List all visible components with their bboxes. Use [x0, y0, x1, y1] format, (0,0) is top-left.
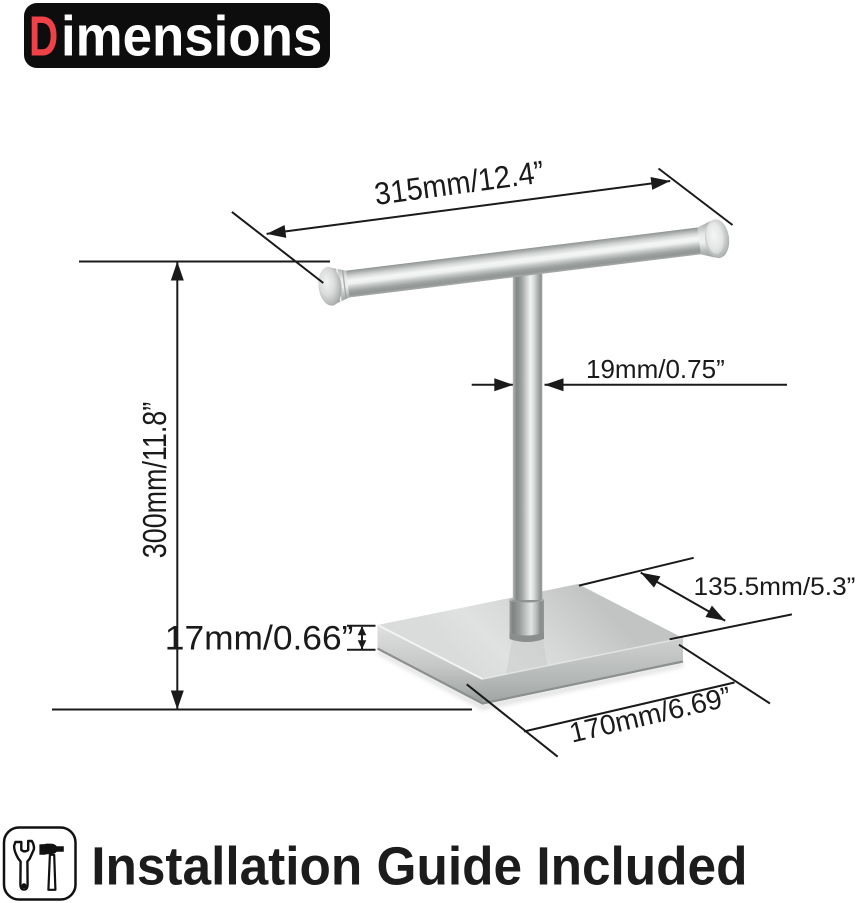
- svg-text:D: D: [29, 6, 58, 68]
- svg-text:17mm/0.66”: 17mm/0.66”: [165, 620, 354, 657]
- svg-text:170mm/6.69”: 170mm/6.69”: [566, 681, 734, 749]
- svg-text:135.5mm/5.3”: 135.5mm/5.3”: [694, 574, 856, 601]
- svg-text:imensions: imensions: [61, 5, 322, 68]
- svg-text:Installation Guide Included: Installation Guide Included: [91, 838, 747, 897]
- svg-text:315mm/12.4”: 315mm/12.4”: [372, 155, 546, 212]
- svg-text:19mm/0.75”: 19mm/0.75”: [586, 354, 725, 384]
- svg-text:300mm/11.8”: 300mm/11.8”: [137, 402, 173, 558]
